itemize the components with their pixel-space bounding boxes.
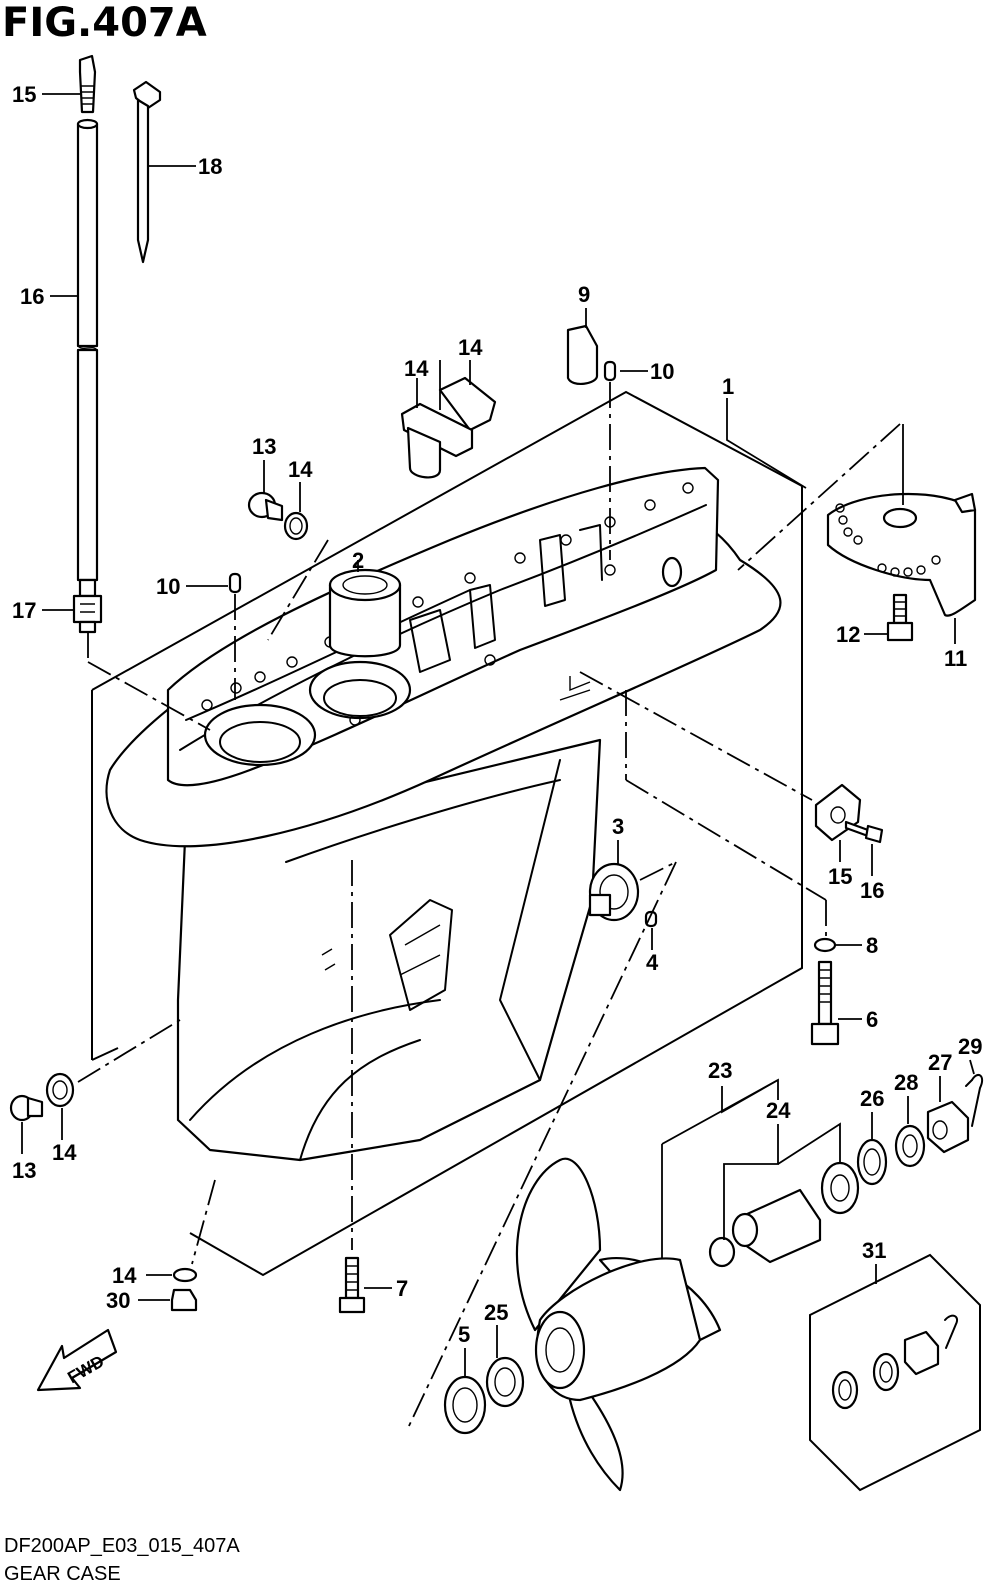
callout-1: 1 — [722, 374, 734, 399]
part-bolt-trim-tab — [886, 593, 914, 642]
callout-13-lower: 13 — [12, 1158, 36, 1183]
part-bolt-grommet — [844, 820, 884, 844]
callout-24: 24 — [766, 1098, 791, 1123]
callout-30: 30 — [106, 1288, 130, 1313]
part-plug-lower — [9, 1094, 44, 1122]
callout-6: 6 — [866, 1007, 878, 1032]
part-plug-upper — [247, 491, 284, 522]
callout-16: 16 — [860, 878, 884, 903]
callout-25: 25 — [484, 1300, 508, 1325]
part-prop-bushing — [708, 1161, 860, 1268]
part-nut-27 — [926, 1100, 970, 1154]
callout-15-text: 15 — [828, 864, 852, 889]
part-bolt-7 — [338, 1256, 366, 1314]
callout-21: 17 — [12, 598, 36, 623]
callout-29: 29 — [958, 1034, 982, 1059]
callout-14-upper: 14 — [288, 457, 313, 482]
part-trim-tab — [826, 492, 977, 617]
part-pin-housing — [644, 910, 658, 928]
callout-19: 15 — [12, 82, 36, 107]
part-shift-rod — [76, 118, 99, 582]
fwd-arrow: FWD — [36, 1328, 118, 1392]
part-kit-31 — [809, 1253, 981, 1492]
part-gasket-upper — [283, 511, 309, 541]
callout-labels: 15 16 17 18 9 10 14 14 1 13 14 2 10 12 1… — [12, 82, 982, 1347]
part-spacer-25 — [485, 1356, 525, 1408]
part-gasket-bottom — [172, 1267, 198, 1283]
part-bearing-housing — [588, 862, 640, 922]
part-thrust-washer-5 — [443, 1375, 487, 1435]
part-pin-left — [228, 572, 242, 594]
callout-26: 26 — [860, 1086, 884, 1111]
part-cotter-pin-29 — [965, 1073, 984, 1127]
callout-12: 12 — [836, 622, 860, 647]
callout-11: 11 — [944, 646, 967, 671]
gear-case-frame — [91, 390, 803, 1277]
part-washer-8 — [813, 937, 837, 953]
callout-22: 18 — [198, 154, 222, 179]
callout-10-left: 10 — [156, 574, 180, 599]
part-bolt-6 — [810, 960, 840, 1046]
part-gasket-lower — [45, 1072, 75, 1108]
part-propeller — [515, 1157, 722, 1492]
callout-3: 3 — [612, 814, 624, 839]
callout-18: 14 — [458, 335, 483, 360]
leader-lines — [21, 93, 975, 1376]
part-clip-bracket — [400, 376, 497, 479]
part-rod-coupler — [72, 578, 103, 634]
figure-title: FIG.407A — [2, 0, 207, 46]
callout-14-left: 14 — [52, 1140, 77, 1165]
part-cap — [566, 324, 599, 385]
callout-17: 14 — [404, 356, 429, 381]
callout-28: 28 — [894, 1070, 918, 1095]
callout-4: 4 — [646, 950, 659, 975]
callout-23: 23 — [708, 1058, 732, 1083]
gear-case-housing — [105, 466, 782, 1162]
callout-2: 2 — [352, 548, 364, 573]
part-strap — [132, 80, 162, 264]
figure-code: DF200AP_E03_015_407A — [4, 1535, 240, 1557]
callout-8: 8 — [866, 933, 878, 958]
part-washer-28 — [894, 1124, 926, 1168]
part-washer-26 — [856, 1138, 888, 1186]
part-pin-upper — [603, 360, 617, 382]
callout-14-bottom: 14 — [112, 1263, 137, 1288]
part-rod-end-upper — [78, 54, 97, 114]
callout-5: 5 — [458, 1322, 470, 1347]
part-bushing — [328, 568, 402, 658]
callout-20: 16 — [20, 284, 44, 309]
callout-10-upper: 10 — [650, 359, 674, 384]
figure-name: GEAR CASE — [4, 1563, 121, 1585]
assembly-lines — [77, 382, 901, 1429]
callout-27: 27 — [928, 1050, 952, 1075]
callout-31: 31 — [862, 1238, 886, 1263]
callout-7: 7 — [396, 1276, 408, 1301]
callout-13-upper: 13 — [252, 434, 276, 459]
part-plug-bottom — [170, 1288, 198, 1312]
callout-9: 9 — [578, 282, 590, 307]
